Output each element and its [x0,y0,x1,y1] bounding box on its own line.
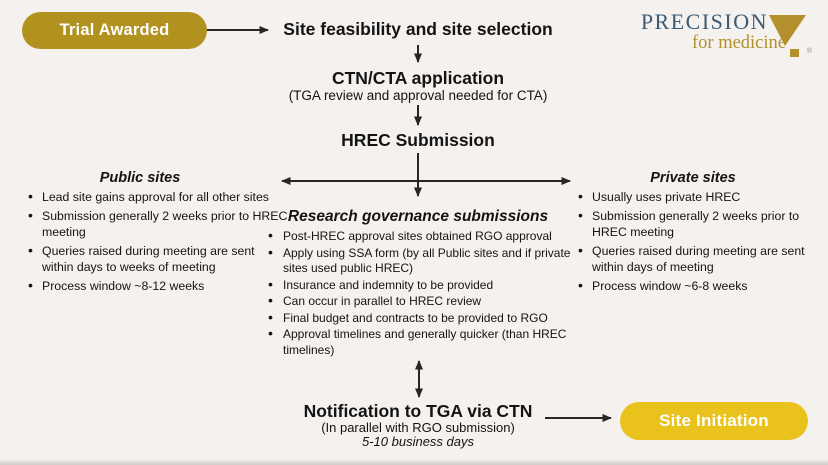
tga-notification-block: Notification to TGA via CTN (In parallel… [252,402,584,449]
rgo-bullet: Final budget and contracts to be provide… [266,310,588,327]
step-hrec-submission: HREC Submission [341,130,495,150]
rgo-list: Post-HREC approval sites obtained RGO ap… [266,228,588,359]
private-sites-heading: Private sites [650,170,736,186]
tga-notification-title: Notification to TGA via CTN [303,401,533,421]
public-sites-list: Lead site gains approval for all other s… [26,188,288,296]
public-sites-bullet: Submission generally 2 weeks prior to HR… [26,207,288,241]
rgo-heading: Research governance submissions [287,208,549,225]
trial-awarded-pill: Trial Awarded [22,12,207,49]
public-sites-bullet: Queries raised during meeting are sent w… [26,242,288,276]
public-sites-bullet: Process window ~8-12 weeks [26,277,288,295]
private-sites-list: Usually uses private HREC Submission gen… [576,188,814,296]
step-ctn-cta: CTN/CTA application (TGA review and appr… [252,68,584,104]
private-sites-bullet: Process window ~6-8 weeks [576,277,814,295]
step-site-feasibility: Site feasibility and site selection [283,19,553,39]
tga-notification-subtitle: (In parallel with RGO submission) [321,420,515,435]
private-sites-bullet: Submission generally 2 weeks prior to HR… [576,207,814,241]
rgo-bullet: Insurance and indemnity to be provided [266,277,588,294]
logo-triangle-icon [769,15,806,57]
public-sites-heading: Public sites [99,170,181,186]
logo-wordmark: PRECISION [640,9,768,34]
logo-tagline: for medicine [692,33,786,53]
private-sites-bullet: Queries raised during meeting are sent w… [576,242,814,276]
precision-logo: PRECISION for medicine ® [640,10,812,62]
public-sites-bullet: Lead site gains approval for all other s… [26,188,288,206]
private-sites-bullet: Usually uses private HREC [576,188,814,206]
rgo-bullet: Apply using SSA form (by all Public site… [266,245,588,277]
rgo-bullet: Can occur in parallel to HREC review [266,293,588,310]
rgo-bullet: Approval timelines and generally quicker… [266,326,588,358]
step-ctn-cta-title: CTN/CTA application [331,68,505,88]
rgo-bullet: Post-HREC approval sites obtained RGO ap… [266,228,588,245]
tga-notification-duration: 5-10 business days [361,434,474,449]
step-ctn-cta-subtitle: (TGA review and approval needed for CTA) [288,88,548,103]
registered-mark: ® [806,48,812,55]
site-initiation-pill: Site Initiation [620,402,808,440]
